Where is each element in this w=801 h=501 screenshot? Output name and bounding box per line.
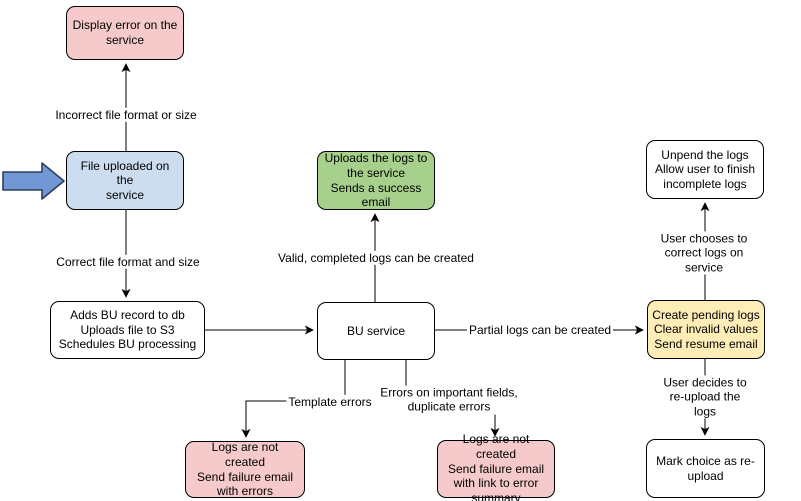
node-logs-not-created-summary: Logs are not created Send failure email … xyxy=(437,432,555,501)
edge-label-user-reuploads: User decides to re-upload the logs xyxy=(657,375,753,419)
node-adds-bu-record: Adds BU record to db Uploads file to S3 … xyxy=(50,301,205,359)
edge-label-incorrect-format: Incorrect file format or size xyxy=(53,107,199,123)
node-bu-service: BU service xyxy=(317,302,435,360)
node-upload-success: Uploads the logs to the service Sends a … xyxy=(317,151,435,210)
entry-arrow-icon xyxy=(2,162,65,200)
node-create-pending-logs: Create pending logs Clear invalid values… xyxy=(647,300,765,359)
edge-label-important-errors: Errors on important fields, duplicate er… xyxy=(378,385,520,415)
edge-label-correct-format: Correct file format and size xyxy=(54,254,202,270)
node-display-error: Display error on the service xyxy=(66,6,184,60)
edge-label-partial-logs: Partial logs can be created xyxy=(466,322,614,338)
node-file-uploaded: File uploaded on the service xyxy=(66,151,184,210)
edge-label-valid-logs: Valid, completed logs can be created xyxy=(276,250,476,266)
node-unpend-logs: Unpend the logs Allow user to finish inc… xyxy=(646,140,764,199)
node-mark-reupload: Mark choice as re- upload xyxy=(646,439,765,498)
edge-label-template-errors: Template errors xyxy=(286,394,374,410)
node-logs-not-created-errors: Logs are not created Send failure email … xyxy=(185,440,305,498)
edge-label-user-corrects: User chooses to correct logs on service xyxy=(655,231,753,275)
